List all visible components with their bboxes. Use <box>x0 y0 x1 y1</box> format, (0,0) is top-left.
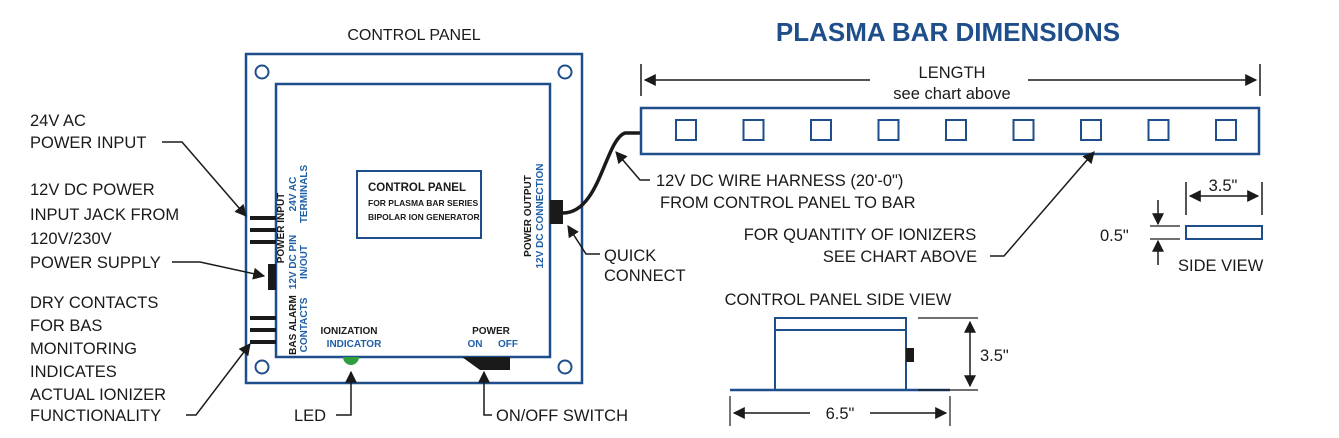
qty-callout-line2: SEE CHART ABOVE <box>823 248 977 266</box>
length-note: see chart above <box>893 85 1010 103</box>
led-indicator-icon <box>343 357 359 365</box>
bas-contact-pin <box>250 316 276 320</box>
ionizer-square <box>742 119 765 141</box>
switch-leader-line <box>478 370 492 416</box>
harness-leader-line <box>615 151 650 181</box>
power-switch <box>462 357 510 370</box>
left-callouts: 24V AC POWER INPUT 12V DC POWER INPUT JA… <box>30 112 266 425</box>
side-view-label: SIDE VIEW <box>1178 257 1264 275</box>
ionizer-row <box>675 119 1237 141</box>
mounting-hole-icon <box>254 359 270 375</box>
length-label: LENGTH <box>919 64 986 82</box>
dc-pin-label: 12V DC PIN <box>288 235 299 289</box>
side-connector <box>906 348 914 362</box>
ionizer-square <box>675 119 697 141</box>
dc-input-jack <box>268 264 276 290</box>
bottom-callouts: LED ON/OFF SWITCH <box>294 370 628 425</box>
mounting-hole-icon <box>557 359 573 375</box>
power-label: POWER <box>472 326 511 337</box>
on-label: ON <box>468 339 483 350</box>
ac-leader-line <box>162 141 247 217</box>
power-output-label: POWER OUTPUT <box>523 175 534 257</box>
dc-connection-label: 12V DC CONNECTION <box>535 163 546 268</box>
length-dimension: LENGTH see chart above <box>640 64 1261 103</box>
ac-callout-line2: POWER INPUT <box>30 134 146 152</box>
bas-contact-pin <box>250 328 276 332</box>
led-callout: LED <box>294 407 326 425</box>
ac-terminal-pin <box>250 216 276 220</box>
dry-callout-line2: FOR BAS <box>30 317 102 335</box>
side-width-label: 6.5" <box>826 405 855 423</box>
ionizer-square <box>1012 119 1035 141</box>
panel-box-line1: FOR PLASMA BAR SERIES <box>368 198 479 208</box>
terminals-word-label: TERMINALS <box>299 165 310 224</box>
side-height-label: 3.5" <box>980 347 1009 365</box>
mounting-hole-icon <box>254 64 270 80</box>
dry-callout-line6: FUNCTIONALITY <box>30 407 161 425</box>
control-panel-front: CONTROL PANEL FOR PLASMA BAR SERIES BIPO… <box>244 52 584 385</box>
ac-callout-line1: 24V AC <box>30 112 86 130</box>
ionizer-square <box>810 119 832 141</box>
wire-harness <box>562 131 640 215</box>
dry-callout-line4: INDICATES <box>30 363 117 381</box>
panel-outer-frame <box>244 52 584 385</box>
harness-callout-line2: FROM CONTROL PANEL TO BAR <box>660 194 916 212</box>
panel-box-line2: BIPOLAR ION GENERATOR <box>368 212 480 222</box>
dc-callout-line2: INPUT JACK FROM <box>30 206 179 224</box>
terminals-24v-label: 24V AC <box>288 177 299 212</box>
dry-callout-line5: ACTUAL IONIZER <box>30 386 166 404</box>
ionizer-square <box>1080 119 1102 141</box>
ionizer-square <box>877 119 900 141</box>
dc-callout-line4: POWER SUPPLY <box>30 254 161 272</box>
switch-callout: ON/OFF SWITCH <box>496 407 628 425</box>
dc-callout-line1: 12V DC POWER <box>30 181 155 199</box>
ionizer-square <box>1215 119 1237 141</box>
quick-callout-line2: CONNECT <box>604 267 686 285</box>
bas-contacts-label: CONTACTS <box>299 297 310 352</box>
dry-callout-line3: MONITORING <box>30 340 137 358</box>
bar-side-view: 3.5" 0.5" SIDE VIEW <box>1100 177 1264 275</box>
control-panel-title: CONTROL PANEL <box>347 27 480 44</box>
ionization-label: IONIZATION <box>320 326 377 337</box>
off-label: OFF <box>498 339 518 350</box>
bas-alarm-label: BAS ALARM <box>288 295 299 355</box>
dc-callout-line3: 120V/230V <box>30 230 112 248</box>
quick-callout-line1: QUICK <box>604 247 656 265</box>
plasma-bar <box>639 106 1261 156</box>
control-panel-side-view: CONTROL PANEL SIDE VIEW 3.5" 6.5" <box>725 291 1009 426</box>
ac-terminal-pin <box>250 228 276 232</box>
bar-title: PLASMA BAR DIMENSIONS <box>776 17 1120 47</box>
quick-leader-line <box>567 224 600 255</box>
bar-side-profile <box>1185 225 1263 240</box>
qty-callout-line1: FOR QUANTITY OF IONIZERS <box>744 226 977 244</box>
bas-contact-pin <box>250 340 276 344</box>
mounting-hole-icon <box>557 64 573 80</box>
dry-leader-line <box>186 343 251 416</box>
dc-leader-line <box>172 261 266 280</box>
side-box <box>774 317 907 391</box>
panel-label-box <box>356 170 482 239</box>
bar-height-label: 0.5" <box>1100 227 1129 245</box>
dry-callout-line1: DRY CONTACTS <box>30 294 158 312</box>
harness-callout-line1: 12V DC WIRE HARNESS (20'-0") <box>656 172 903 190</box>
dc-inout-label: IN/OUT <box>299 245 310 279</box>
panel-box-title: CONTROL PANEL <box>368 182 466 194</box>
ac-terminal-pin <box>250 240 276 244</box>
bar-width-label: 3.5" <box>1209 177 1238 195</box>
ionizer-square <box>945 119 967 141</box>
led-leader-line <box>336 370 357 416</box>
qty-leader-line <box>990 151 1095 257</box>
indicator-label: INDICATOR <box>327 339 382 350</box>
quick-connect-plug <box>550 200 563 224</box>
power-input-label: POWER INPUT <box>276 193 287 264</box>
ionizer-square <box>1147 119 1170 141</box>
side-view-title: CONTROL PANEL SIDE VIEW <box>725 291 952 309</box>
